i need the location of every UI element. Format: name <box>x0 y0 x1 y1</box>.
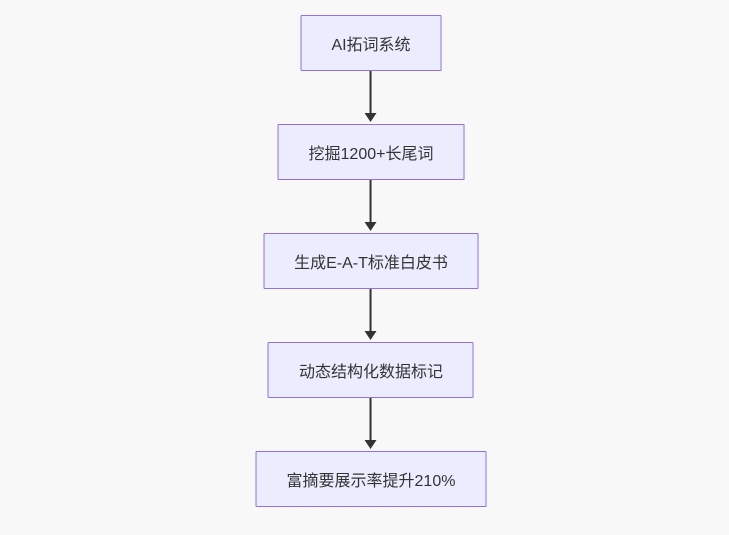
arrow-down-1-2 <box>365 71 377 124</box>
arrow-head-icon <box>365 222 377 231</box>
arrow-down-4-5 <box>365 398 377 451</box>
arrow-down-2-3 <box>365 180 377 233</box>
flow-node-rich-snippet-uplift: 富摘要展示率提升210% <box>255 451 487 507</box>
flow-node-longtail-mining: 挖掘1200+长尾词 <box>277 124 465 180</box>
flow-node-structured-data-markup: 动态结构化数据标记 <box>267 342 474 398</box>
arrow-shaft <box>370 180 372 223</box>
arrow-head-icon <box>365 113 377 122</box>
arrow-head-icon <box>365 440 377 449</box>
arrow-shaft <box>370 289 372 332</box>
flow-node-ai-word-expansion: AI拓词系统 <box>300 15 442 71</box>
flow-node-eat-whitepaper: 生成E-A-T标准白皮书 <box>263 233 479 289</box>
arrow-down-3-4 <box>365 289 377 342</box>
arrow-shaft <box>370 398 372 441</box>
arrow-shaft <box>370 71 372 114</box>
arrow-head-icon <box>365 331 377 340</box>
flowchart: AI拓词系统 挖掘1200+长尾词 生成E-A-T标准白皮书 动态结构化数据标记… <box>255 15 487 507</box>
